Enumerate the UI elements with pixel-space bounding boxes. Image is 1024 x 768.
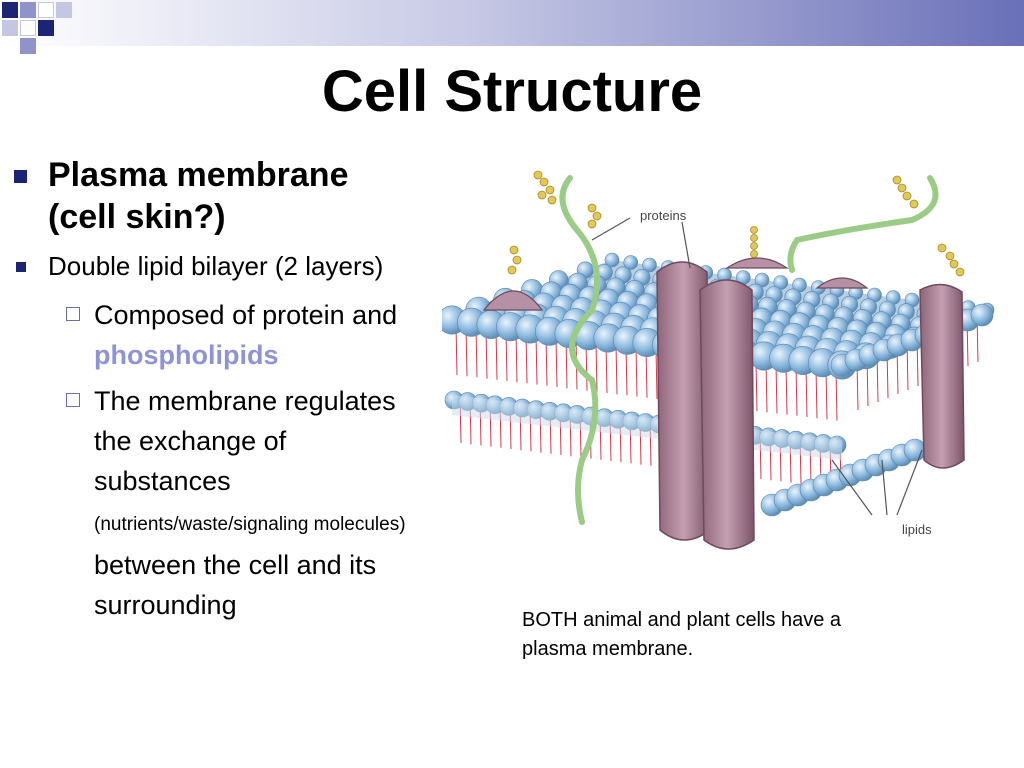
carbohydrate-chains	[507, 170, 965, 277]
label-proteins: proteins	[640, 208, 687, 223]
sub-bullet-text: The membrane regulates the exchange of s…	[94, 386, 396, 496]
square-bullet-icon	[16, 262, 26, 272]
channel-protein-right	[699, 279, 755, 550]
glycoprotein-strand-left	[559, 175, 600, 525]
bullet-plasma-membrane: Plasma membrane (cell skin?)	[12, 154, 422, 238]
figure-caption: BOTH animal and plant cells have a plasm…	[522, 609, 842, 660]
bullet-text: Double lipid bilayer (2 layers)	[48, 251, 384, 281]
bullet-list: Plasma membrane (cell skin?) Double lipi…	[12, 154, 422, 631]
sub-bullet-composition: Composed of protein and phospholipids	[12, 295, 422, 375]
plasma-membrane-diagram: proteins lipids	[442, 170, 995, 550]
sub-bullet-text: Composed of protein and	[94, 300, 398, 330]
hollow-square-bullet-icon	[66, 393, 80, 407]
bullet-text: Plasma membrane (cell skin?)	[48, 156, 349, 236]
slide-title: Cell Structure	[321, 59, 703, 124]
title-gradient-band	[0, 0, 1024, 46]
bullet-double-lipid-bilayer: Double lipid bilayer (2 layers)	[12, 250, 422, 283]
transmembrane-protein	[919, 283, 965, 469]
highlight-phospholipids: phospholipids	[94, 340, 279, 370]
hollow-square-bullet-icon	[66, 307, 80, 321]
decorative-squares	[0, 0, 80, 66]
sub-bullet-small-text: (nutrients/waste/signaling molecules)	[94, 514, 406, 535]
peripheral-protein-right	[815, 277, 869, 289]
sub-bullet-regulation: The membrane regulates the exchange of s…	[12, 381, 422, 625]
sub-bullet-text-end: between the cell and its surrounding	[94, 550, 377, 620]
peripheral-protein-center	[725, 257, 789, 269]
peripheral-protein-left	[482, 290, 544, 311]
square-bullet-icon	[14, 170, 27, 183]
glycoprotein-strand-right	[787, 175, 939, 273]
label-leader-lines	[591, 217, 923, 516]
label-lipids: lipids	[902, 522, 932, 537]
